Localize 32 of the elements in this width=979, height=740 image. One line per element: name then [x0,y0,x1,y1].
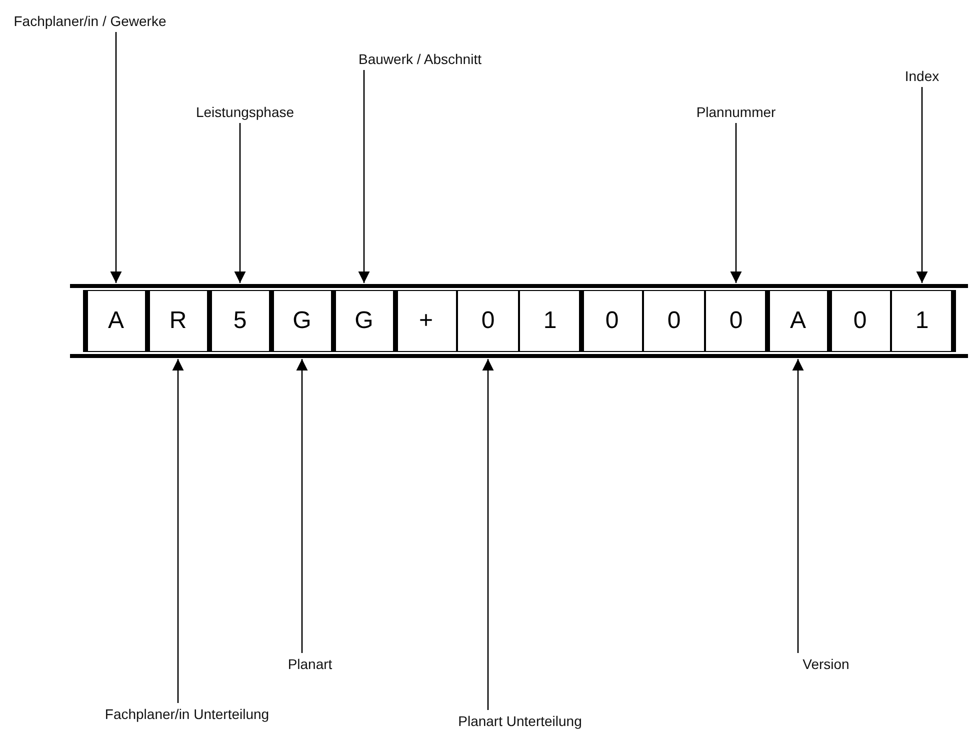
arrow [916,87,928,283]
character-cell: 0 [705,290,767,352]
arrow [234,123,246,283]
field-label: Fachplaner/in Unterteilung [104,705,270,723]
character-cell: 0 [643,290,705,352]
character-cell: 1 [519,290,581,352]
character-cell: 1 [891,290,953,352]
field-label: Planart Unterteilung [458,712,582,730]
field-label: Index [904,67,940,85]
arrow [482,359,494,710]
field-label: Plannummer [696,103,776,121]
field-label: Fachplaner/in / Gewerke [14,12,166,30]
field-label: Leistungsphase [196,103,294,121]
arrow [358,70,370,283]
character-cell: G [333,290,395,352]
character-cell: 0 [457,290,519,352]
arrow [730,123,742,283]
character-cell: + [395,290,457,352]
character-cell: 5 [209,290,271,352]
arrow [110,32,122,283]
arrow [792,359,804,653]
field-label: Bauwerk / Abschnitt [358,50,482,68]
character-cell: 0 [829,290,891,352]
character-cell: 0 [581,290,643,352]
field-label: Planart [288,655,332,673]
character-cell: G [271,290,333,352]
character-cell: R [147,290,209,352]
character-cell: A [85,290,147,352]
arrow [296,359,308,653]
field-label: Version [802,655,850,673]
arrow [172,359,184,703]
character-cell: A [767,290,829,352]
